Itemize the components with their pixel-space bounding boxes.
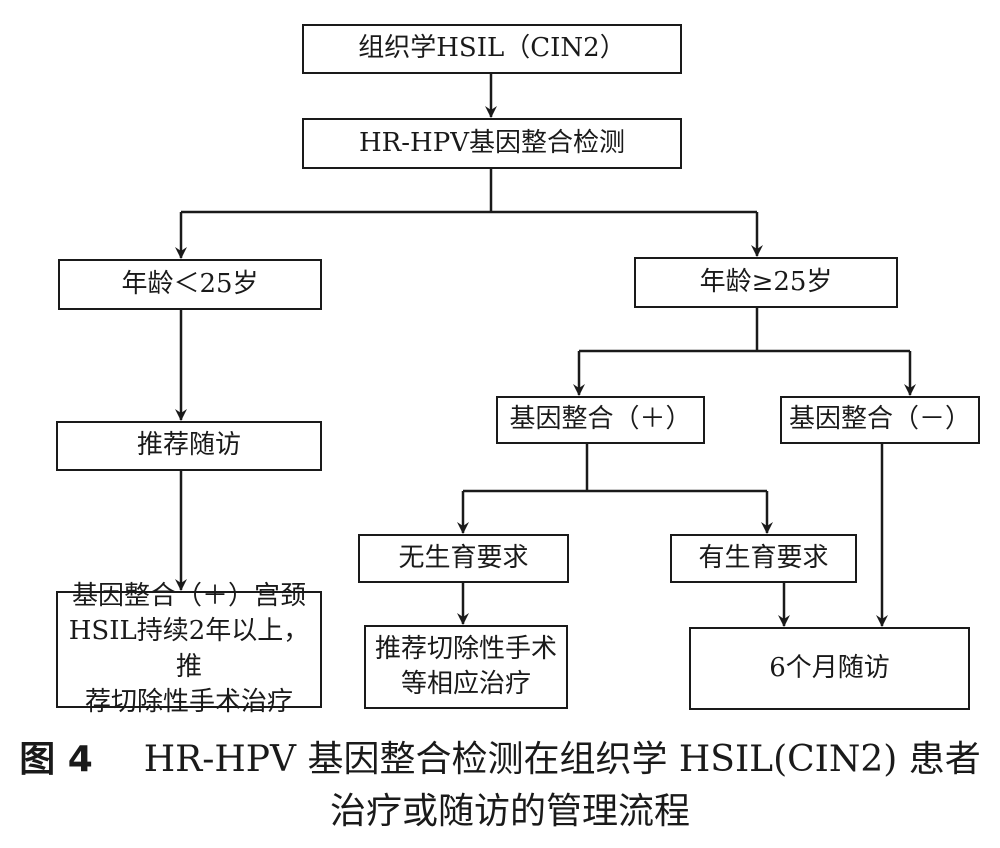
figure-caption-line-2: 治疗或随访的管理流程 <box>329 791 690 832</box>
surgery-line-1: 推荐切除性手术 <box>374 633 557 664</box>
node-six-month-follow-up: 6个月随访 <box>689 627 970 710</box>
young-outcome-line-1: 基因整合（＋）宫颈 <box>71 581 306 612</box>
node-age-under-25: 年龄＜25岁 <box>58 259 322 310</box>
node-fertility-desire: 有生育要求 <box>670 534 857 583</box>
node-age-25-plus: 年龄≥25岁 <box>634 257 898 308</box>
figure-number: 图 4 <box>19 739 93 780</box>
figure-caption-text: HR-HPV 基因整合检测在组织学 HSIL(CIN2) 患者 <box>143 739 981 780</box>
node-integration-positive: 基因整合（＋） <box>496 396 705 444</box>
node-histology-hsil: 组织学HSIL（CIN2） <box>302 24 682 74</box>
node-young-outcome: 基因整合（＋）宫颈 HSIL持续2年以上，推 荐切除性手术治疗 <box>56 581 322 717</box>
node-hr-hpv-integration-test: HR-HPV基因整合检测 <box>302 118 682 169</box>
node-recommend-follow-up: 推荐随访 <box>56 421 322 471</box>
figure-caption-line-1: 图 4 HR-HPV 基因整合检测在组织学 HSIL(CIN2) 患者 <box>0 738 1000 781</box>
surgery-line-2: 等相应治疗 <box>400 669 531 699</box>
node-no-fertility-desire: 无生育要求 <box>358 534 569 583</box>
young-outcome-line-3: 荐切除性手术治疗 <box>84 686 293 717</box>
node-excisional-surgery: 推荐切除性手术 等相应治疗 <box>364 625 568 709</box>
young-outcome-line-2: HSIL持续2年以上，推 <box>68 616 310 682</box>
node-integration-negative: 基因整合（－） <box>780 396 980 444</box>
